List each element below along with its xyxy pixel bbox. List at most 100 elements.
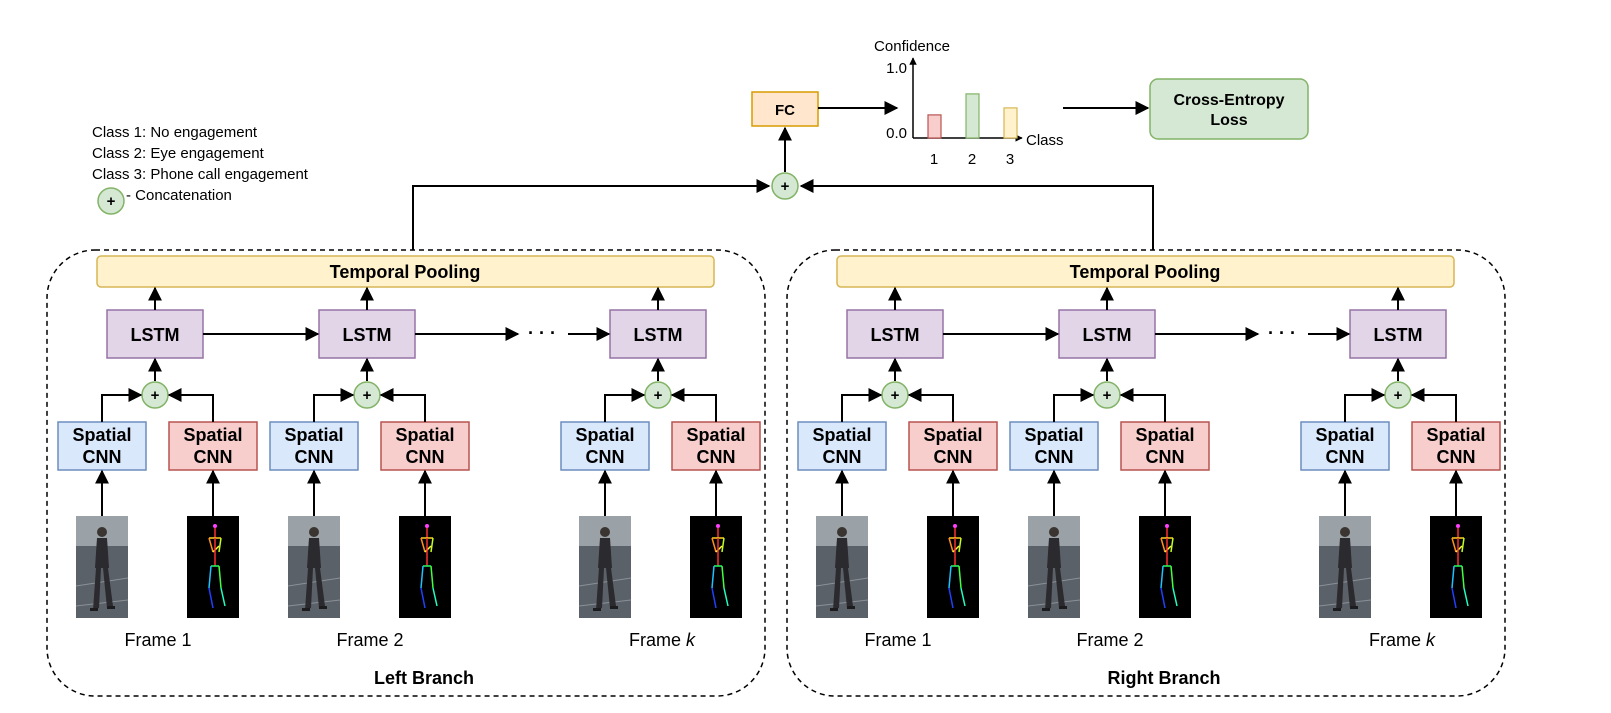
top-concat: + xyxy=(771,172,799,200)
svg-text:Spatial: Spatial xyxy=(1135,425,1194,445)
svg-text:Spatial: Spatial xyxy=(183,425,242,445)
right-lstm-2: LSTM xyxy=(1058,309,1156,359)
svg-text:CNN: CNN xyxy=(1146,447,1185,467)
legend-concatenation: - Concatenation xyxy=(126,187,232,204)
svg-text:CNN: CNN xyxy=(934,447,973,467)
svg-text:Spatial: Spatial xyxy=(1024,425,1083,445)
left-branch: Temporal PoolingLSTM+SpatialCNNSpatialCN… xyxy=(46,249,766,697)
right-arrow-rgb-cnn-to-concat-3 xyxy=(1344,388,1386,422)
left-pose-frame-image-2 xyxy=(398,515,452,619)
left-concat-2: + xyxy=(353,381,381,409)
svg-text:+: + xyxy=(151,387,160,404)
right-temporal-pooling: Temporal Pooling xyxy=(836,255,1455,288)
left-ellipsis: · · · xyxy=(528,323,556,343)
right-rgb-frame-image-3 xyxy=(1318,515,1372,619)
left-branch-container xyxy=(46,249,766,697)
right-frame-label-2: Frame 2 xyxy=(1076,630,1143,650)
svg-text:Spatial: Spatial xyxy=(72,425,131,445)
right-concat-1: + xyxy=(881,381,909,409)
svg-text:LSTM: LSTM xyxy=(1083,325,1132,345)
svg-text:CNN: CNN xyxy=(1326,447,1365,467)
legend-class-3: Class 3: Phone call engagement xyxy=(92,166,309,183)
svg-text:CNN: CNN xyxy=(83,447,122,467)
right-rgb-frame-image-1 xyxy=(815,515,869,619)
svg-text:+: + xyxy=(654,387,663,404)
svg-text:Spatial: Spatial xyxy=(1426,425,1485,445)
right-lstm-3: LSTM xyxy=(1349,309,1447,359)
svg-text:+: + xyxy=(891,387,900,404)
svg-text:Spatial: Spatial xyxy=(686,425,745,445)
svg-text:LSTM: LSTM xyxy=(1374,325,1423,345)
cross-entropy-loss-box: Cross-Entropy Loss xyxy=(1149,78,1309,140)
right-arrow-rgb-cnn-to-concat-1 xyxy=(841,388,883,422)
legend-class-2: Class 2: Eye engagement xyxy=(92,145,265,162)
svg-text:Cross-Entropy: Cross-Entropy xyxy=(1173,92,1284,109)
svg-text:+: + xyxy=(1394,387,1403,404)
right-concat-2: + xyxy=(1093,381,1121,409)
chart-bar-class-1 xyxy=(927,114,942,139)
left-frame-label-k: Frame k xyxy=(629,630,696,650)
right-frame-label-k: Frame k xyxy=(1369,630,1436,650)
left-rgb-frame-image-2 xyxy=(287,515,341,619)
chart-xtick-2: 2 xyxy=(968,151,976,168)
left-pose-frame-image-1 xyxy=(186,515,240,619)
svg-text:Spatial: Spatial xyxy=(923,425,982,445)
svg-text:CNN: CNN xyxy=(194,447,233,467)
left-lstm-1: LSTM xyxy=(106,309,204,359)
left-lstm-2: LSTM xyxy=(318,309,416,359)
left-rgb-frame-image-3 xyxy=(578,515,632,619)
right-ellipsis: · · · xyxy=(1268,323,1296,343)
svg-text:LSTM: LSTM xyxy=(871,325,920,345)
left-concat-3: + xyxy=(644,381,672,409)
left-arrow-rgb-cnn-to-concat-1 xyxy=(101,388,143,422)
right-arrow-pose-cnn-to-concat-3 xyxy=(1410,388,1457,422)
left-arrow-rgb-cnn-to-concat-3 xyxy=(604,388,646,422)
right-branch-container xyxy=(786,249,1506,697)
arrow-left-pool-to-concat xyxy=(412,179,771,250)
svg-text:+: + xyxy=(107,193,116,210)
svg-text:CNN: CNN xyxy=(1437,447,1476,467)
legend: Class 1: No engagement Class 2: Eye enga… xyxy=(92,124,309,215)
svg-text:LSTM: LSTM xyxy=(131,325,180,345)
chart-xlabel: Class xyxy=(1026,132,1064,149)
right-branch-label: Right Branch xyxy=(1107,668,1220,688)
right-rgb-frame-image-2 xyxy=(1027,515,1081,619)
left-lstm-3: LSTM xyxy=(609,309,707,359)
chart-ytick-min: 0.0 xyxy=(886,125,907,142)
svg-text:LSTM: LSTM xyxy=(634,325,683,345)
left-concat-1: + xyxy=(141,381,169,409)
right-branch: Temporal PoolingLSTM+SpatialCNNSpatialCN… xyxy=(786,249,1506,697)
svg-text:CNN: CNN xyxy=(586,447,625,467)
chart-xtick-3: 3 xyxy=(1006,151,1014,168)
svg-text:CNN: CNN xyxy=(697,447,736,467)
chart-bar-class-2 xyxy=(965,93,980,139)
svg-text:Spatial: Spatial xyxy=(284,425,343,445)
svg-text:CNN: CNN xyxy=(295,447,334,467)
chart-xtick-1: 1 xyxy=(930,151,938,168)
right-arrow-pose-cnn-to-concat-2 xyxy=(1119,388,1166,422)
svg-text:Spatial: Spatial xyxy=(812,425,871,445)
right-lstm-1: LSTM xyxy=(846,309,944,359)
svg-text:CNN: CNN xyxy=(406,447,445,467)
svg-text:LSTM: LSTM xyxy=(343,325,392,345)
legend-class-1: Class 1: No engagement xyxy=(92,124,258,141)
legend-concat-icon: + xyxy=(97,187,125,215)
right-arrow-pose-cnn-to-concat-1 xyxy=(907,388,954,422)
left-temporal-pooling: Temporal Pooling xyxy=(96,255,715,288)
svg-text:+: + xyxy=(1103,387,1112,404)
svg-text:+: + xyxy=(781,178,790,195)
left-arrow-pose-cnn-to-concat-3 xyxy=(670,388,717,422)
svg-text:Spatial: Spatial xyxy=(395,425,454,445)
